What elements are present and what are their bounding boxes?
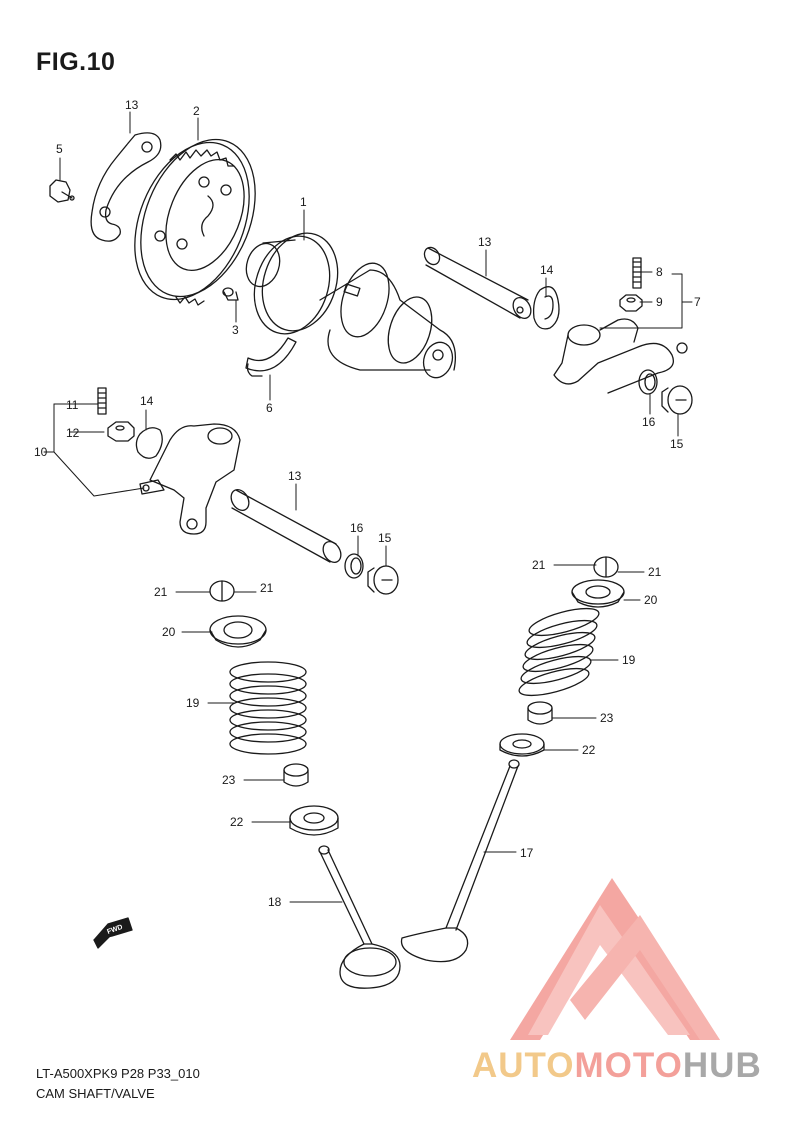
callout-6: 6 (266, 401, 273, 415)
callout-23-left: 23 (222, 773, 236, 787)
callout-19-right: 19 (622, 653, 636, 667)
callout-19-left: 19 (186, 696, 200, 710)
callout-22-left: 22 (230, 815, 244, 829)
part-plug-lower (367, 565, 399, 595)
callout-9: 9 (656, 295, 663, 309)
part-nut-upper (619, 294, 643, 312)
part-stem-seal-right (527, 701, 553, 725)
part-spring-seat-left (289, 805, 339, 836)
part-rocker-shaft-lower (230, 489, 342, 563)
callout-17: 17 (520, 846, 534, 860)
watermark-logo (510, 878, 720, 1040)
part-camshaft (245, 232, 457, 379)
callout-16-lower: 16 (350, 521, 364, 535)
part-half-ring (245, 337, 297, 377)
callout-22-right: 22 (582, 743, 596, 757)
part-plate (90, 132, 162, 242)
callout-14-lower: 14 (140, 394, 154, 408)
part-spring-right (518, 607, 600, 697)
callout-18: 18 (268, 895, 282, 909)
watermark-word-2: MOTO (574, 1046, 683, 1085)
part-wave-washer-lower (135, 427, 163, 459)
part-adjust-screw-lower (97, 387, 107, 415)
callout-23-right: 23 (600, 711, 614, 725)
part-o-ring-upper (638, 369, 658, 395)
callout-16-upper: 16 (642, 415, 656, 429)
callout-21-left-a: 21 (154, 585, 168, 599)
callout-15-upper: 15 (670, 437, 684, 451)
leader-lines (43, 111, 693, 903)
part-bolt-5 (49, 179, 75, 203)
part-rocker-arm-lower (139, 423, 241, 535)
callout-8: 8 (656, 265, 663, 279)
callout-15-lower: 15 (378, 531, 392, 545)
part-adjust-screw-upper (632, 257, 642, 289)
callout-21-right-b: 21 (648, 565, 662, 579)
part-retainer-right (571, 579, 625, 608)
callout-2: 2 (193, 104, 200, 118)
callout-12: 12 (66, 426, 80, 440)
part-retainer-left (209, 615, 267, 648)
part-cotter-left (209, 580, 235, 602)
fwd-arrow-icon: FWD (93, 917, 133, 949)
part-valve-right (400, 759, 520, 963)
figure-title: FIG.10 (36, 48, 116, 76)
part-cam-sprocket (134, 138, 256, 306)
part-spring-seat-right (499, 733, 545, 757)
callout-13-upper: 13 (478, 235, 492, 249)
callout-20-left: 20 (162, 625, 176, 639)
section-name-caption: CAM SHAFT/VALVE (36, 1086, 155, 1101)
callout-11: 11 (66, 398, 79, 412)
callout-13-lower: 13 (288, 469, 302, 483)
part-cotter-right (593, 556, 619, 578)
part-plug-upper (661, 385, 693, 415)
part-spring-left (229, 661, 307, 755)
callout-4: 13 (125, 98, 139, 112)
callout-5: 5 (56, 142, 63, 156)
callout-3: 3 (232, 323, 239, 337)
part-nut-lower (107, 421, 135, 442)
watermark-word-3: HUB (682, 1046, 762, 1085)
callout-14-upper: 14 (540, 263, 554, 277)
part-valve-left (318, 845, 401, 989)
part-o-ring-lower (344, 553, 364, 579)
watermark-word-1: AUTO (472, 1046, 575, 1085)
callout-21-right-a: 21 (532, 558, 546, 572)
callout-numbers: 13 2 5 1 3 6 13 14 8 9 7 16 15 11 12 10 … (34, 98, 701, 909)
part-wave-washer-upper (532, 286, 560, 330)
part-rocker-shaft-upper (423, 246, 532, 319)
part-stem-seal-left (283, 763, 309, 787)
callout-1: 1 (300, 195, 307, 209)
model-code-caption: LT-A500XPK9 P28 P33_010 (36, 1066, 200, 1081)
part-rocker-arm-upper (553, 318, 688, 394)
part-pin (222, 287, 239, 301)
callout-7: 7 (694, 295, 701, 309)
callout-21-left-b: 21 (260, 581, 274, 595)
callout-20-right: 20 (644, 593, 658, 607)
callout-10: 10 (34, 445, 48, 459)
watermark-wordmark: AUTOMOTOHUB (472, 1046, 762, 1086)
